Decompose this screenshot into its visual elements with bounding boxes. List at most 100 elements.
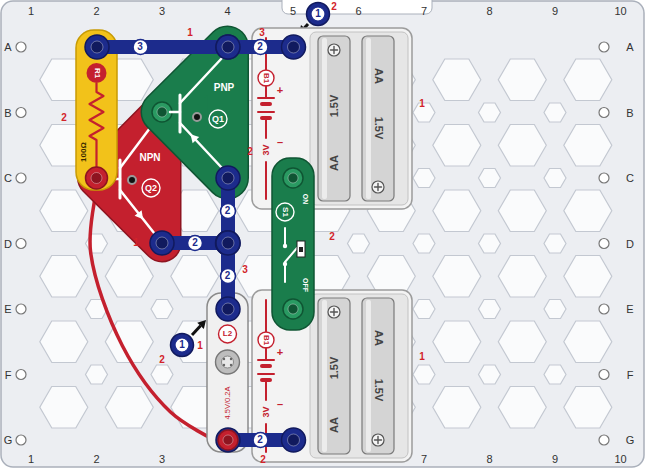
row-letter: E <box>4 304 11 315</box>
symbol-line <box>262 364 270 368</box>
snap-center <box>222 303 234 315</box>
symbol-line <box>265 86 267 98</box>
column-number: 10 <box>614 454 626 465</box>
polarity-sign: – <box>277 137 283 148</box>
column-number: 10 <box>614 6 626 17</box>
row-letter: A <box>626 42 633 53</box>
column-number: 8 <box>486 454 492 465</box>
row-letter: C <box>4 173 12 184</box>
hex-hole <box>433 125 481 167</box>
level-number: 1 <box>419 352 425 362</box>
snap-body <box>171 334 194 357</box>
cell-shine <box>322 38 327 199</box>
callout-number: 2 <box>257 435 263 445</box>
symbol-line <box>265 38 267 70</box>
edge-circle <box>16 304 26 314</box>
snap-center <box>157 107 167 117</box>
snap-stud <box>281 35 305 59</box>
contact-dot <box>283 244 287 248</box>
edge-circle <box>599 435 609 445</box>
number-ring <box>311 7 325 21</box>
edge-circle <box>599 239 609 249</box>
hex-hole <box>544 234 566 253</box>
hex-hole <box>413 169 435 188</box>
number-ring <box>220 204 235 219</box>
hex-hole <box>479 300 501 319</box>
resistor-body <box>76 30 117 190</box>
aa-cell <box>318 36 350 201</box>
snap-center <box>92 42 102 52</box>
edge-circle <box>16 173 26 183</box>
level-number: 3 <box>242 265 248 275</box>
symbol-line <box>180 123 222 168</box>
terminal-mark <box>328 44 340 56</box>
edge-circle <box>599 304 609 314</box>
level-number: 1 <box>197 341 203 351</box>
column-number: 5 <box>290 6 296 17</box>
snap-center <box>287 434 299 446</box>
snap-stud <box>216 297 240 321</box>
contact-dot <box>283 262 287 266</box>
level-number: 3 <box>259 28 265 38</box>
symbol-line <box>333 309 334 316</box>
edge-circle <box>16 435 26 445</box>
hex-hole <box>40 321 88 363</box>
single-snap: 1 <box>169 332 195 358</box>
snap-wire: 2 <box>215 230 241 322</box>
callout-number: 1 <box>179 340 185 350</box>
cell-voltage: 1.5V <box>329 95 340 118</box>
column-number: 2 <box>93 6 99 17</box>
voltage-value: 3V <box>262 144 271 155</box>
part-badge <box>276 203 294 221</box>
edge-circle <box>16 239 26 249</box>
symbol-line <box>258 111 274 113</box>
part-badge <box>219 325 237 343</box>
column-number: 8 <box>486 6 492 17</box>
hex-hole <box>413 234 435 253</box>
snap-center <box>288 173 298 183</box>
indicator-dot <box>193 113 201 121</box>
cell-size: AA <box>329 417 340 433</box>
slider-knob <box>299 247 303 252</box>
symbol-line <box>120 112 162 168</box>
pointer-head <box>197 320 206 329</box>
callout-number: 2 <box>257 42 263 52</box>
hex-hole <box>564 125 612 167</box>
symbol-line <box>262 102 270 106</box>
aa-cell <box>318 298 350 454</box>
column-number: 3 <box>159 454 165 465</box>
snap-stud <box>216 35 240 59</box>
terminal-mark <box>372 434 384 446</box>
row-letter: F <box>627 369 634 380</box>
snap-center <box>222 41 234 53</box>
terminal-mark <box>328 306 340 318</box>
slide-switch: S1ONOFF <box>272 158 314 331</box>
column-number: 1 <box>28 454 34 465</box>
slide-switch-shape <box>272 158 314 331</box>
row-letter: A <box>4 42 11 53</box>
snap-center <box>222 237 234 249</box>
part-type: PNP <box>214 83 235 93</box>
bulb <box>222 356 234 368</box>
row-letter: F <box>5 369 12 380</box>
bulb-dot <box>230 364 232 366</box>
snap-center <box>222 237 234 249</box>
cell-voltage: 1.5V <box>373 379 384 402</box>
level-number: 2 <box>331 2 337 12</box>
level-number: 2 <box>247 147 253 157</box>
snap-stud <box>86 167 108 189</box>
hex-hole <box>433 321 481 363</box>
snap-stud <box>216 166 240 190</box>
row-letter: D <box>4 238 12 249</box>
snap-stud <box>283 299 303 319</box>
hex-hole <box>151 365 173 384</box>
hex-hole <box>171 256 219 298</box>
hex-hole <box>544 169 566 188</box>
symbol-line <box>265 380 267 400</box>
part-name: Q2 <box>145 184 157 193</box>
callout-number: 2 <box>225 206 231 216</box>
symbol-line <box>284 228 286 244</box>
hex-hole <box>564 387 612 429</box>
resistor-symbol <box>90 83 104 167</box>
